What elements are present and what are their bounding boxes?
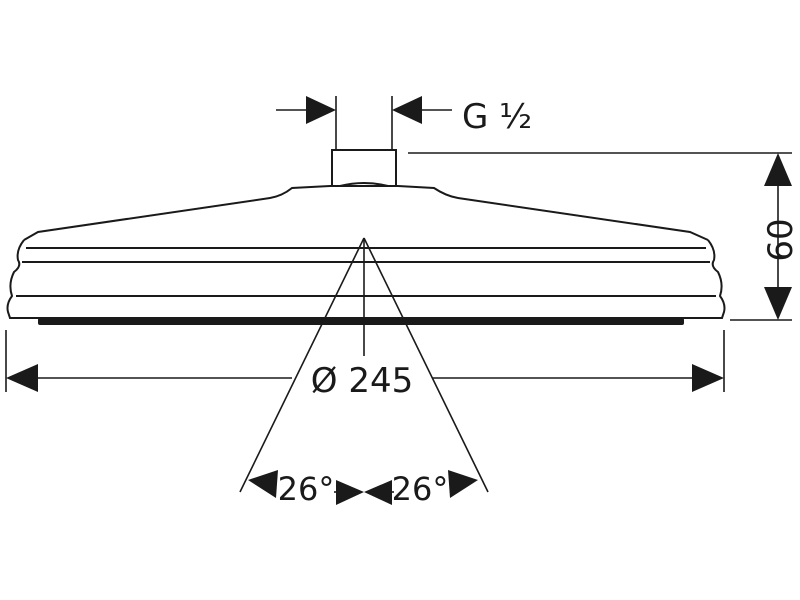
height-dimension: 60 [408,152,800,321]
head-top-outline [23,185,709,241]
angle-dimension: 26° 26° [248,470,478,508]
diameter-label: Ø 245 [311,361,413,401]
angle-right-arrow-inner [364,480,392,505]
angle-left-arrow-inner [336,480,364,505]
height-arrow-top [764,153,792,186]
spray-right-line [363,237,489,493]
spray-left-line [239,237,365,493]
angle-left-arrow-outer [248,470,278,498]
nozzle-strip [38,318,684,325]
angle-left-label: 26° [278,470,335,508]
height-label: 60 [761,218,800,261]
pipe-connector [331,149,397,187]
thread-arrow-left [306,96,336,124]
thread-arrow-right [392,96,422,124]
diameter-dimension: Ø 245 [5,330,725,401]
angle-right-label: 26° [392,470,449,508]
angle-right-arrow-outer [448,470,478,498]
diameter-arrow-left [6,364,38,392]
shower-head-body [6,149,726,325]
head-side-outline [6,239,726,319]
thread-label: G ½ [462,97,532,137]
diameter-arrow-right [692,364,724,392]
height-arrow-bottom [764,287,792,320]
thread-dimension: G ½ [276,96,532,150]
spray-angle-lines [239,237,489,493]
